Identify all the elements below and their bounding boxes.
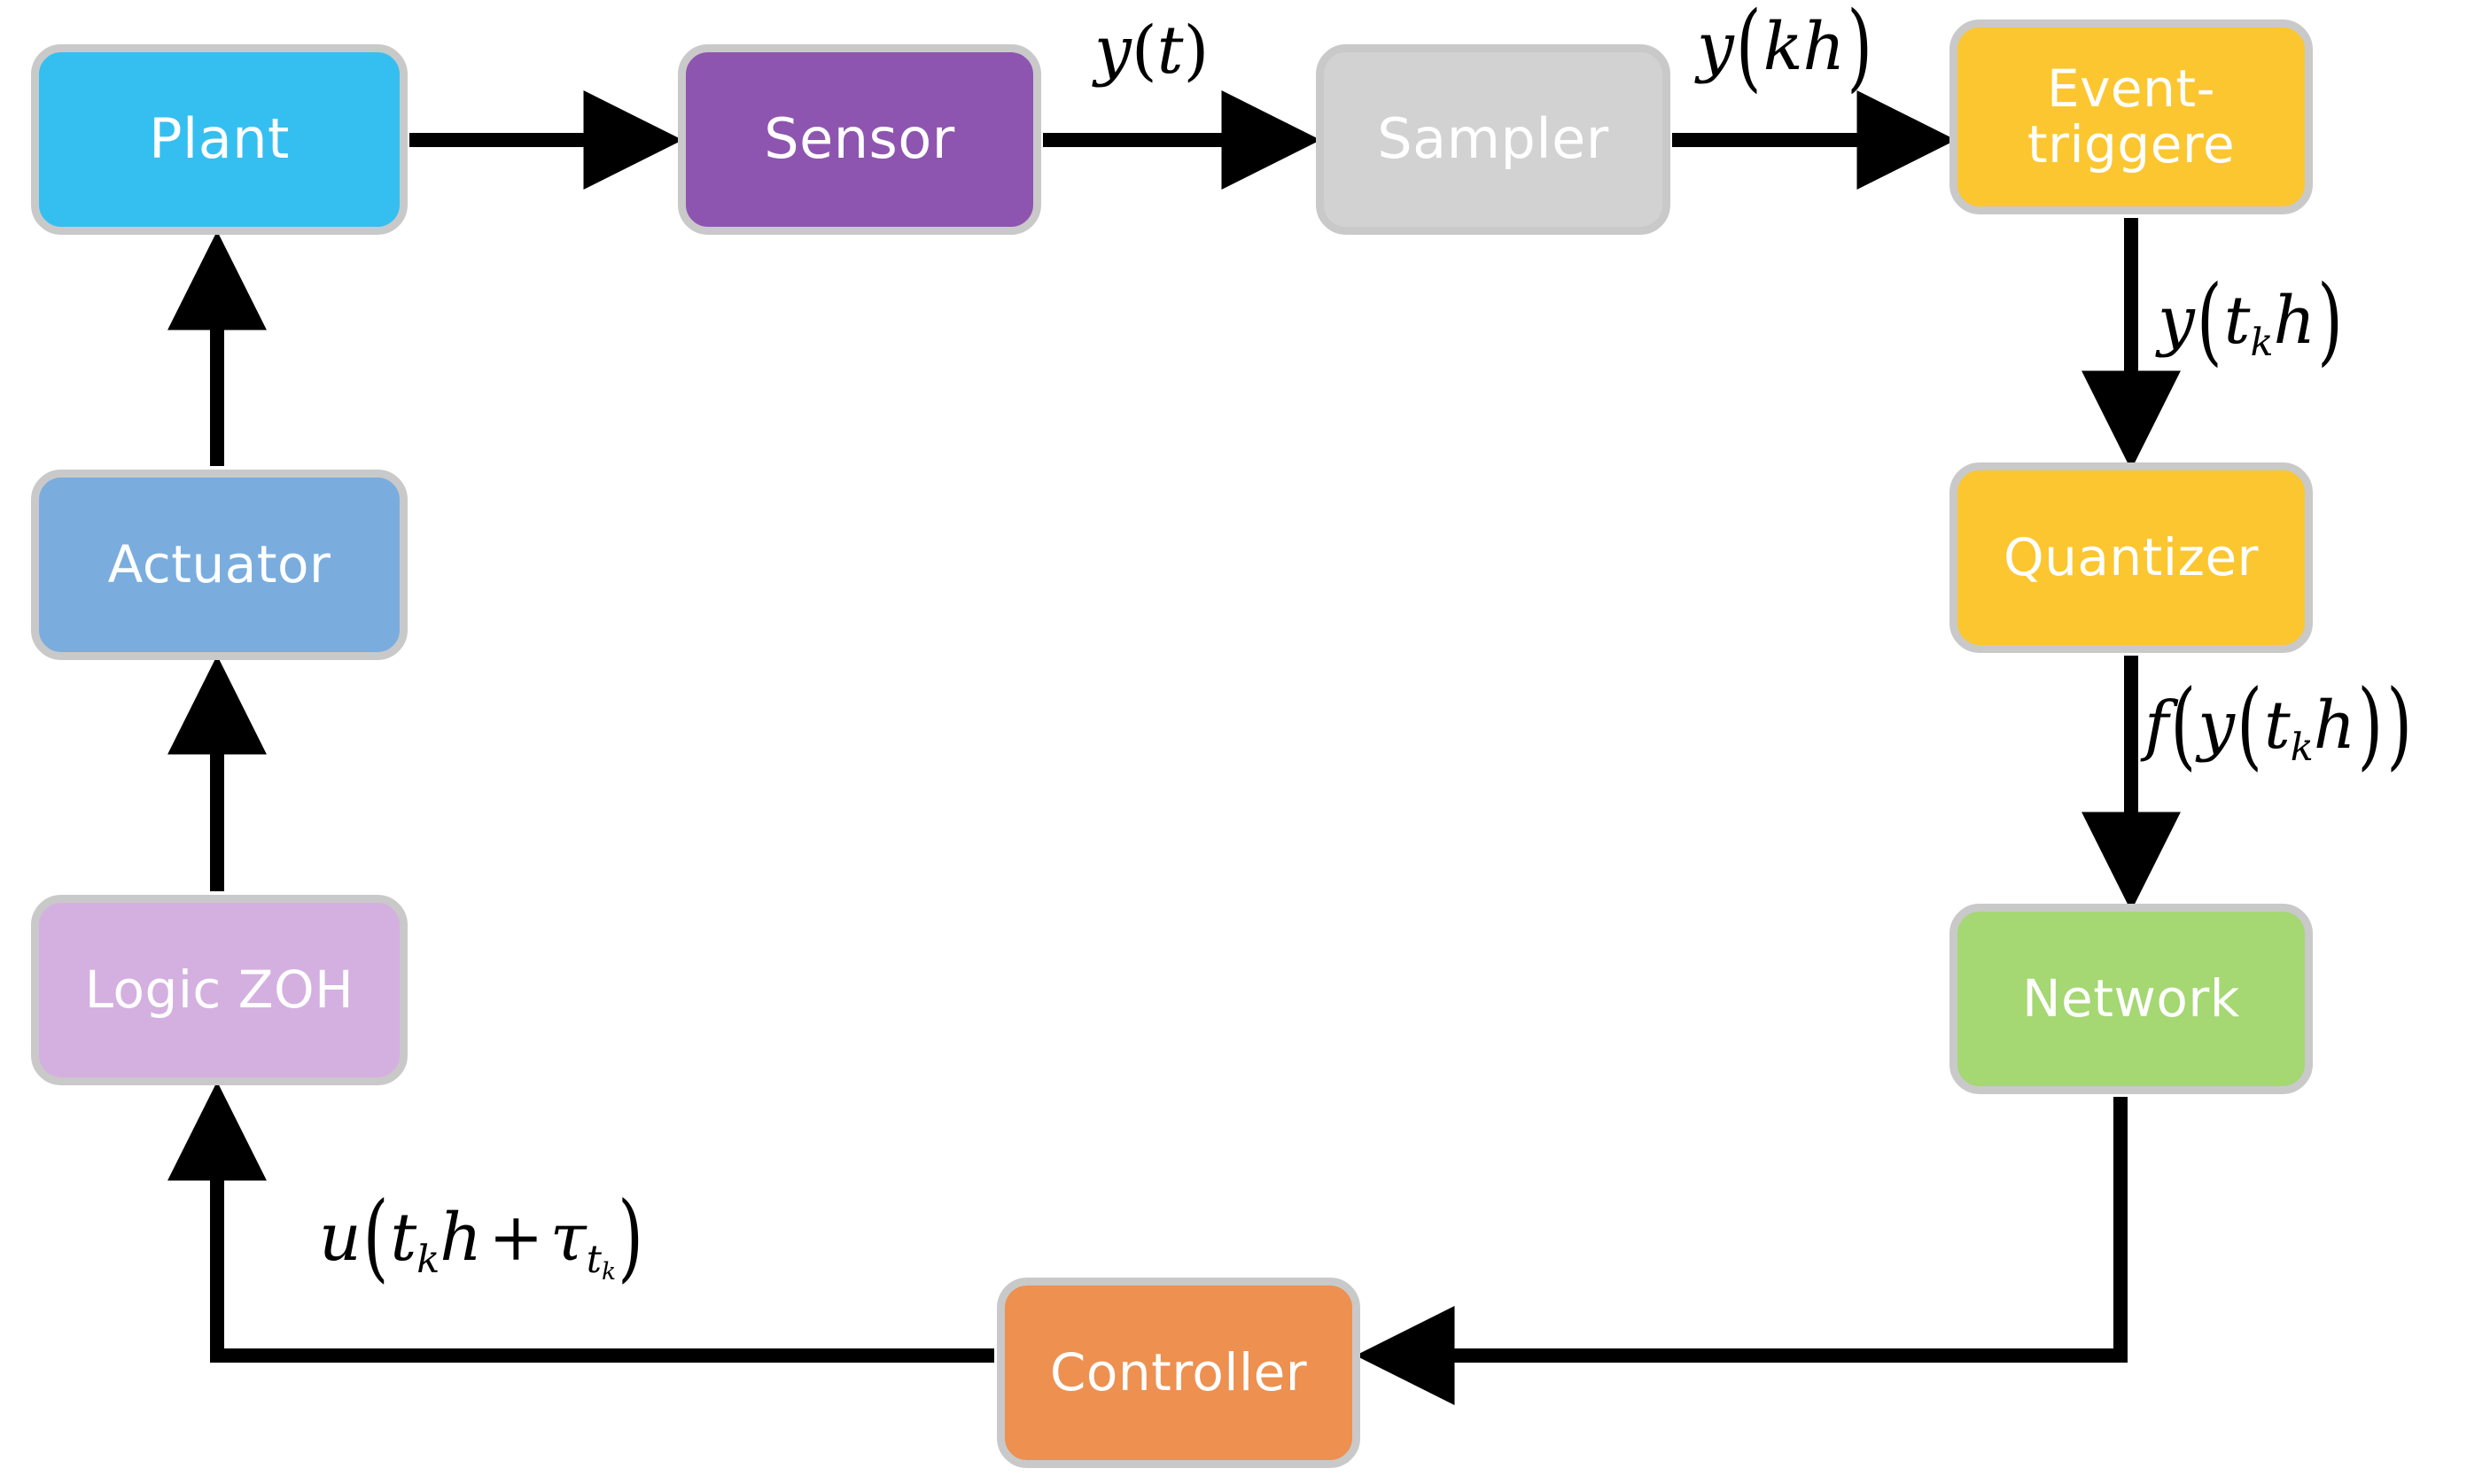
node-event-triggered[interactable]: Event- triggere — [1949, 19, 2313, 214]
signal-label-y-tk-h: y(tkh) — [2158, 265, 2343, 377]
node-plant-label: Plant — [149, 106, 290, 172]
node-sensor-label: Sensor — [764, 106, 955, 172]
node-network[interactable]: Network — [1949, 904, 2313, 1094]
node-sampler[interactable]: Sampler — [1316, 44, 1670, 235]
node-network-label: Network — [2022, 968, 2240, 1029]
node-controller[interactable]: Controller — [997, 1278, 1360, 1468]
edge-network-to-controller — [1355, 1097, 2128, 1405]
node-logic-zoh[interactable]: Logic ZOH — [31, 895, 408, 1085]
node-sensor[interactable]: Sensor — [678, 44, 1041, 235]
node-quantizer-label: Quantizer — [2003, 527, 2260, 588]
node-sampler-label: Sampler — [1377, 106, 1609, 172]
node-controller-label: Controller — [1049, 1342, 1308, 1403]
node-actuator[interactable]: Actuator — [31, 470, 408, 660]
signal-label-u-tk-h-tau: u(tkh+τtk) — [319, 1182, 643, 1294]
node-quantizer[interactable]: Quantizer — [1949, 462, 2313, 653]
node-logic-zoh-label: Logic ZOH — [84, 960, 354, 1021]
signal-label-y-t: y(t) — [1094, 12, 1210, 89]
edge-controller-to-logiczoh — [167, 1081, 994, 1363]
node-plant[interactable]: Plant — [31, 44, 408, 235]
signal-label-f-y-tk-h: f(y(tkh)) — [2144, 670, 2413, 781]
node-actuator-label: Actuator — [107, 534, 331, 595]
signal-label-y-kh: y(kh) — [1697, 0, 1873, 103]
node-event-triggered-label: Event- triggere — [2027, 58, 2236, 175]
